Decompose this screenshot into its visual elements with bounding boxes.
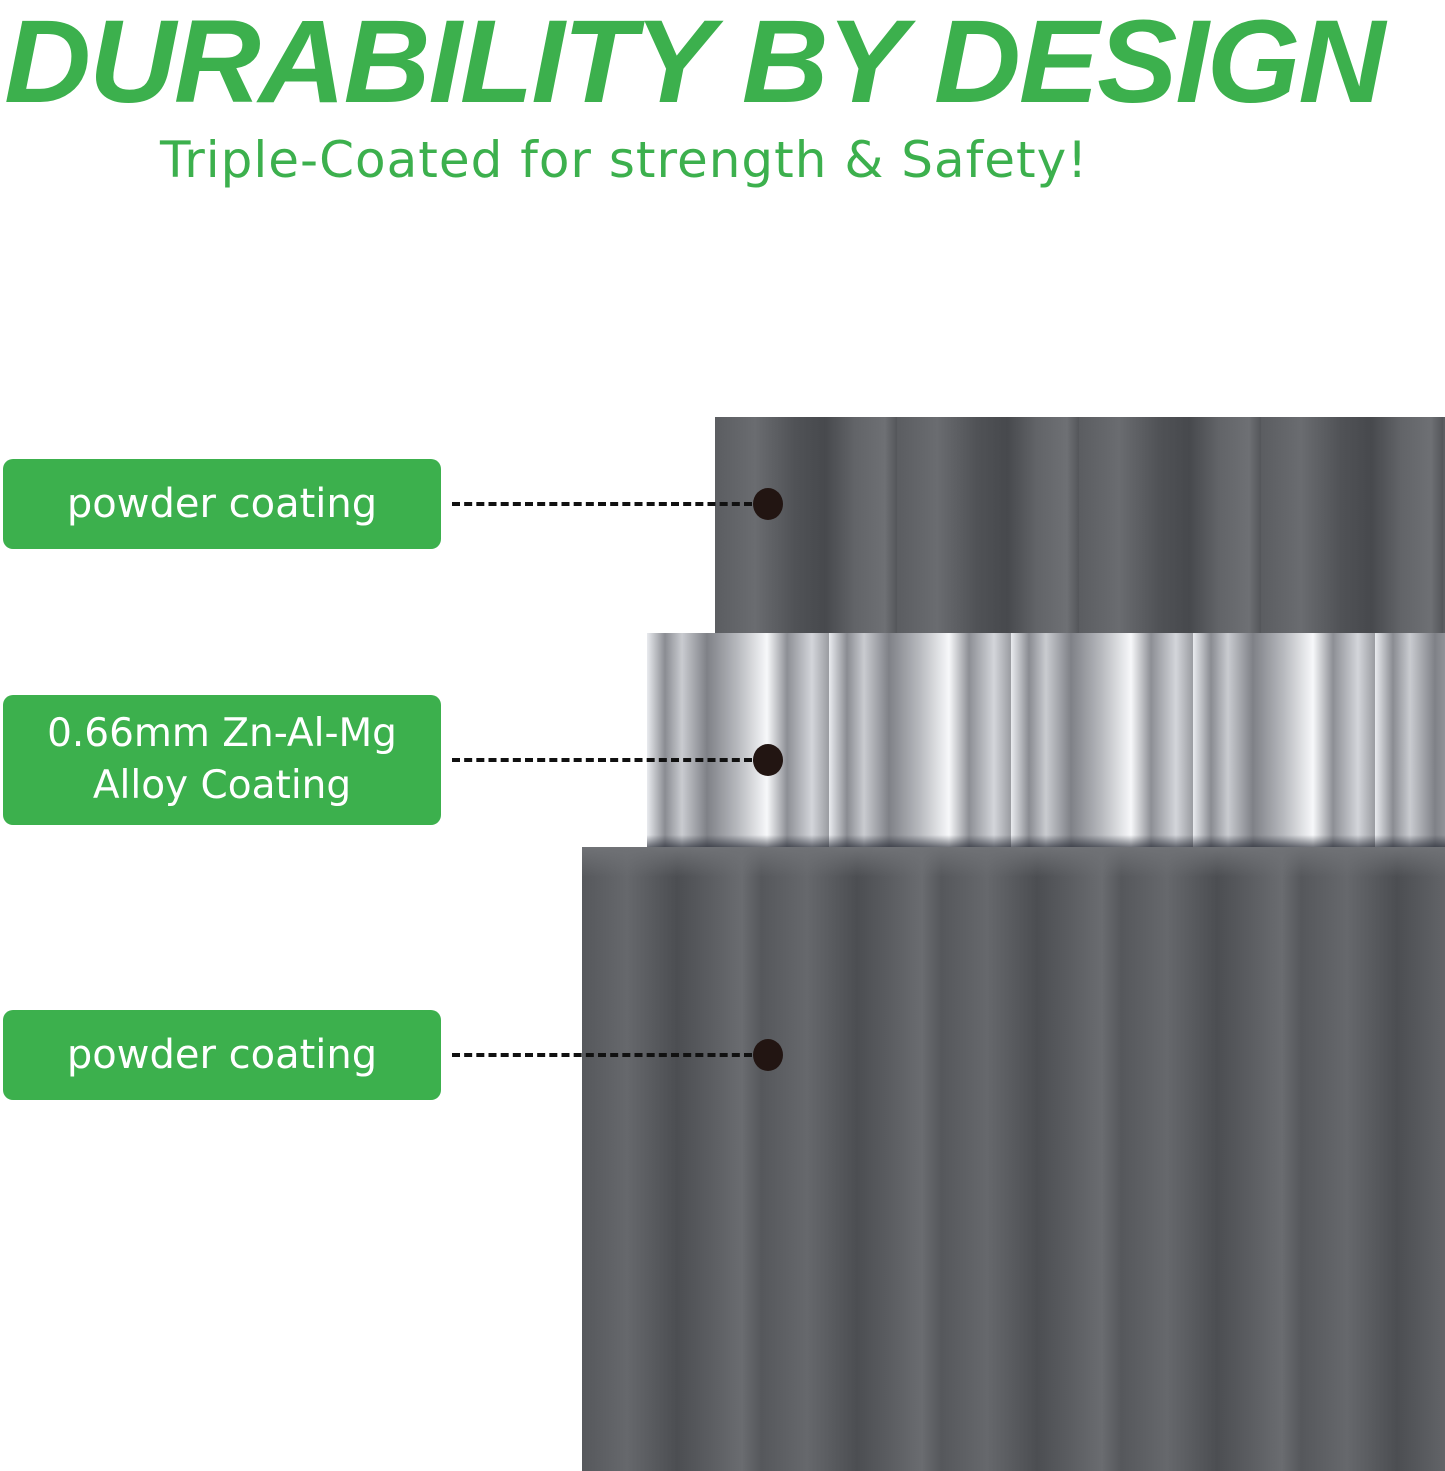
subheadline: Triple-Coated for strength & Safety! bbox=[160, 131, 1089, 189]
marker-dot-top bbox=[753, 488, 783, 520]
leader-line-middle bbox=[452, 758, 752, 762]
label-text-line1: 0.66mm Zn-Al-Mg bbox=[47, 711, 397, 756]
top-powder-coating-panel bbox=[715, 417, 1445, 657]
leader-line-bottom bbox=[452, 1053, 752, 1057]
label-text-line2: Alloy Coating bbox=[92, 763, 352, 808]
label-text: powder coating bbox=[66, 481, 378, 527]
marker-dot-bottom bbox=[753, 1039, 783, 1071]
leader-line-top bbox=[452, 502, 752, 506]
marker-dot-middle bbox=[753, 744, 783, 776]
bottom-panel-highlight bbox=[582, 847, 1445, 877]
label-alloy-coating: 0.66mm Zn-Al-Mg Alloy Coating bbox=[3, 695, 441, 825]
label-powder-coating-bottom: powder coating bbox=[3, 1010, 441, 1100]
label-powder-coating-top: powder coating bbox=[3, 459, 441, 549]
label-text: powder coating bbox=[66, 1032, 378, 1078]
bottom-powder-coating-panel bbox=[582, 847, 1445, 1471]
headline: DURABILITY BY DESIGN bbox=[4, 0, 1385, 128]
